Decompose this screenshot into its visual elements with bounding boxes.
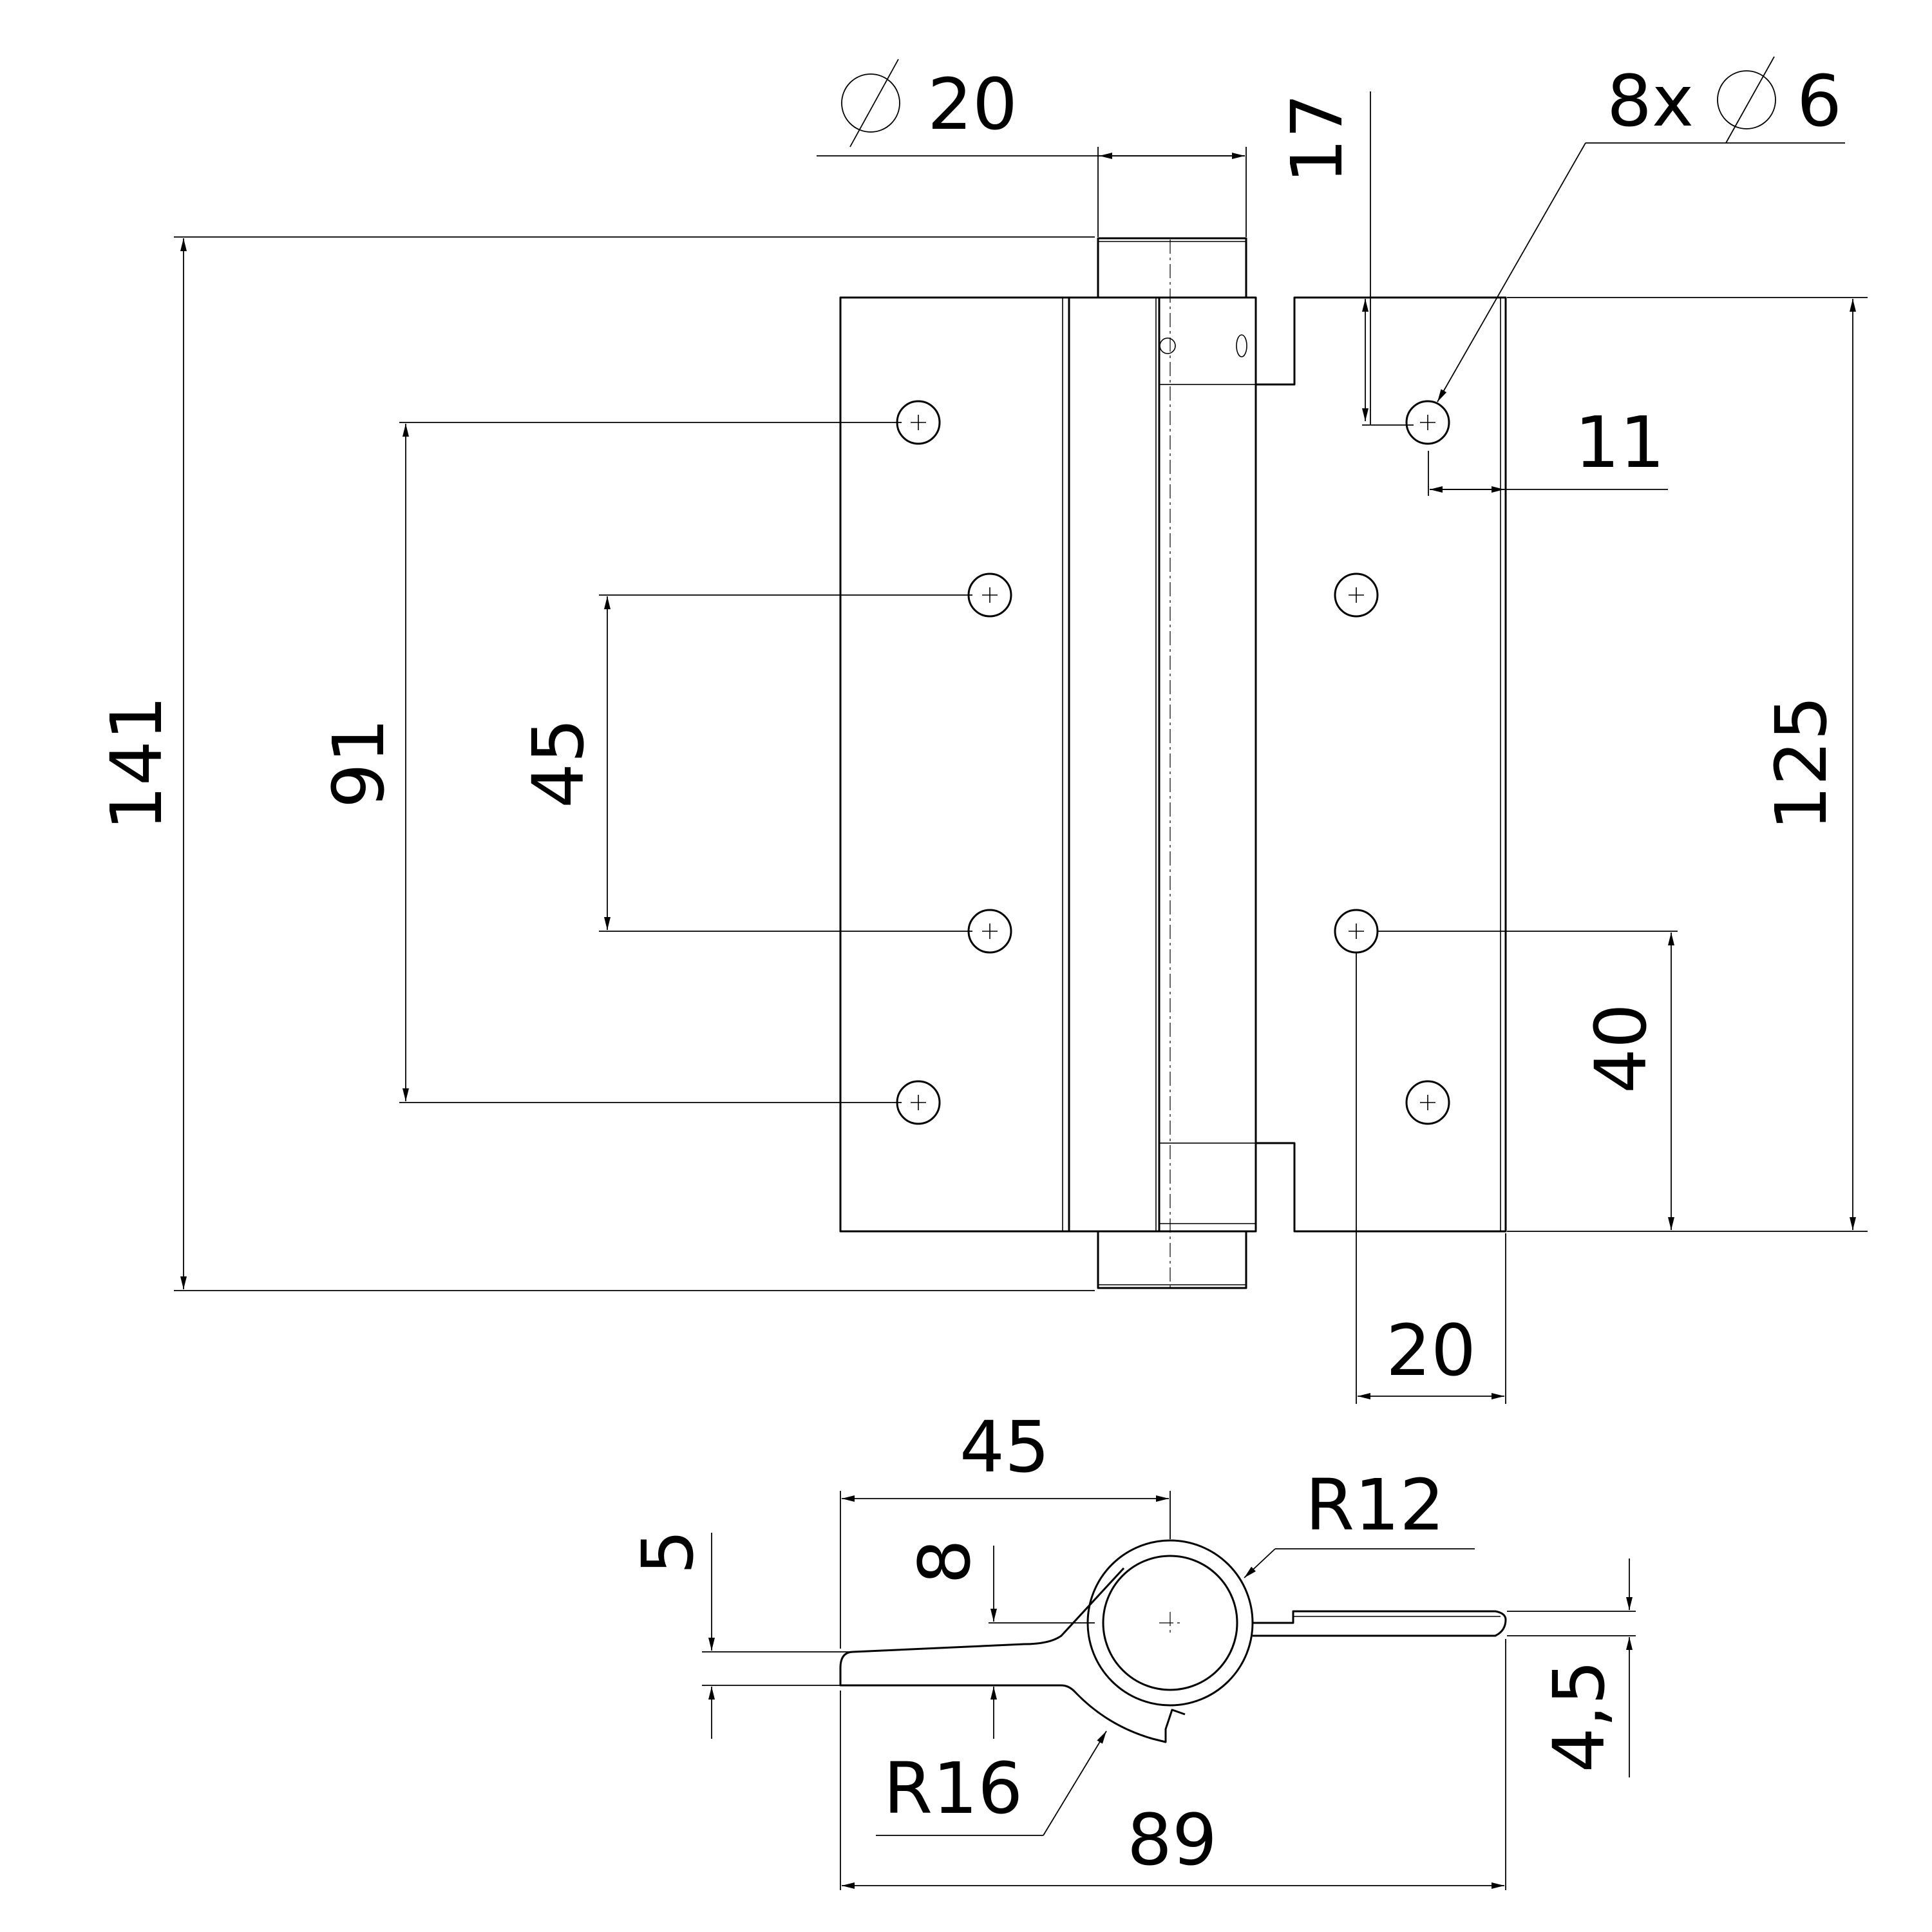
screw-hole-icon bbox=[896, 400, 941, 445]
dim-hole-count: 8x bbox=[1607, 60, 1694, 142]
front-view bbox=[839, 237, 1507, 1291]
barrel-section-inner bbox=[1102, 1555, 1238, 1691]
barrel-cover bbox=[1068, 296, 1160, 1233]
dim-hole-edge-distance: 11 bbox=[1575, 401, 1665, 484]
dim-radius-knuckle: R16 bbox=[884, 1747, 1023, 1830]
dim-leaf-thickness: 4,5 bbox=[1538, 1660, 1620, 1773]
screw-holes-left bbox=[896, 400, 1012, 1125]
dim-leaf-height: 125 bbox=[1760, 696, 1842, 831]
dim-hole-diameter: 6 bbox=[1797, 60, 1842, 142]
dim-overall-height: 141 bbox=[95, 696, 178, 831]
dim-inner-hole-spacing: 45 bbox=[517, 718, 600, 808]
dim-hole-column-offset: 20 bbox=[1386, 1309, 1476, 1392]
left-leaf-section bbox=[839, 1651, 1186, 1743]
screw-hole-icon bbox=[967, 909, 1012, 954]
dim-radius-barrel: R12 bbox=[1305, 1464, 1444, 1546]
dim-outer-hole-spacing: 91 bbox=[317, 718, 400, 808]
barrel-bottom-cap bbox=[1097, 1230, 1247, 1289]
left-leaf bbox=[839, 296, 1070, 1233]
barrel-body bbox=[1158, 296, 1257, 1233]
right-leaf-section bbox=[1253, 1610, 1507, 1637]
dim-leaf-gap: 8 bbox=[904, 1539, 986, 1584]
screw-hole-icon bbox=[967, 573, 1012, 618]
screw-holes-right bbox=[1334, 400, 1450, 1125]
adjust-slot-icon bbox=[1236, 334, 1247, 357]
top-view bbox=[839, 1539, 1507, 1743]
dim-bottom-hole-offset: 40 bbox=[1580, 1003, 1662, 1094]
front-dimensions: 141 91 45 20 17 8x 6 bbox=[95, 56, 1868, 1404]
screw-hole-icon bbox=[1334, 909, 1379, 954]
screw-hole-icon bbox=[1405, 400, 1450, 445]
screw-hole-icon bbox=[1334, 573, 1379, 618]
dim-pin-offset: 17 bbox=[1276, 93, 1358, 184]
dim-barrel-offset: 45 bbox=[960, 1406, 1050, 1488]
dim-leaf-offset: 5 bbox=[627, 1530, 709, 1575]
screw-hole-icon bbox=[1405, 1080, 1450, 1125]
screw-hole-icon bbox=[896, 1080, 941, 1125]
diameter-icon bbox=[841, 59, 900, 147]
top-dimensions: 45 R12 5 8 4,5 R16 89 bbox=[627, 1406, 1636, 1890]
right-leaf bbox=[1255, 296, 1507, 1233]
dim-barrel-diameter: 20 bbox=[927, 63, 1018, 146]
diameter-icon bbox=[1717, 56, 1776, 144]
barrel-top-cap bbox=[1097, 237, 1247, 299]
dim-overall-width: 89 bbox=[1127, 1799, 1217, 1881]
pin-hole-icon bbox=[1159, 337, 1176, 354]
